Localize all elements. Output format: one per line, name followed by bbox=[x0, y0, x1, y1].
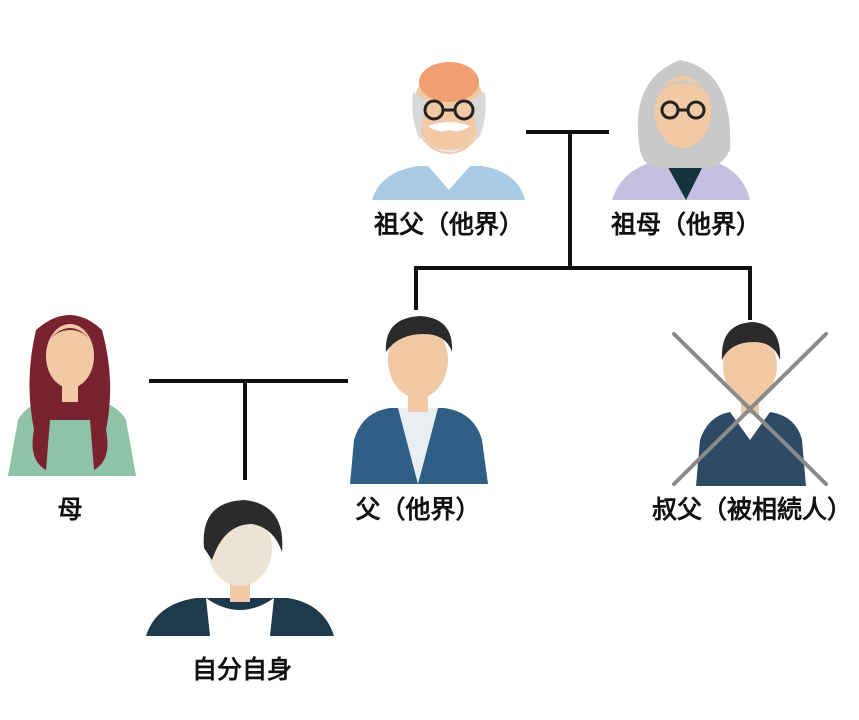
self-label: 自分自身 bbox=[191, 655, 293, 684]
uncle-avatar bbox=[672, 322, 828, 486]
grandfather-label: 祖父（他界） bbox=[373, 210, 525, 239]
tree-connectors bbox=[149, 130, 752, 480]
mother-avatar bbox=[8, 315, 136, 476]
grandmother-avatar bbox=[612, 60, 750, 200]
father-label: 父（他界） bbox=[355, 495, 481, 524]
self-avatar bbox=[146, 500, 334, 636]
mother-label: 母 bbox=[57, 495, 83, 524]
grandfather-avatar bbox=[372, 62, 525, 200]
deceased-cross-icon bbox=[672, 332, 828, 486]
uncle-label: 叔父（被相続人） bbox=[651, 495, 853, 524]
father-avatar bbox=[350, 316, 488, 484]
grandmother-label: 祖母（他界） bbox=[610, 210, 762, 239]
